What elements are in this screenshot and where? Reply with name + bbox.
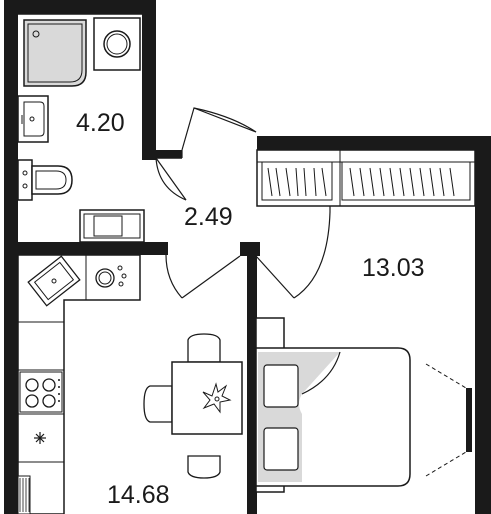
- bed: [255, 317, 411, 493]
- hallway-door: [181, 107, 257, 158]
- kitchen-door: [165, 254, 241, 299]
- plant-icon: [202, 382, 232, 414]
- room-area-bedroom: 13.03: [362, 254, 425, 282]
- sink-icon: [17, 95, 49, 143]
- radiator: [17, 475, 31, 514]
- shower-corner-icon: [23, 19, 87, 87]
- stove-icon: [19, 371, 63, 413]
- kitchen-counter: [17, 254, 141, 514]
- washing-machine-icon: [93, 17, 141, 71]
- tv-icon: [425, 363, 472, 477]
- sink-icon: [27, 255, 81, 307]
- bedroom-wardrobe: [256, 149, 476, 207]
- room-area-bathroom: 4.20: [76, 109, 125, 137]
- walls: [4, 0, 491, 514]
- fan-icon: [34, 432, 46, 444]
- bathroom-door: [155, 157, 187, 201]
- toilet-icon: [17, 159, 73, 201]
- room-area-hallway: 2.49: [184, 203, 233, 231]
- wardrobe: [79, 209, 145, 243]
- dining-table: [143, 333, 243, 479]
- washer-dishwasher-icon: [95, 265, 127, 288]
- room-area-kitchen: 14.68: [107, 481, 170, 509]
